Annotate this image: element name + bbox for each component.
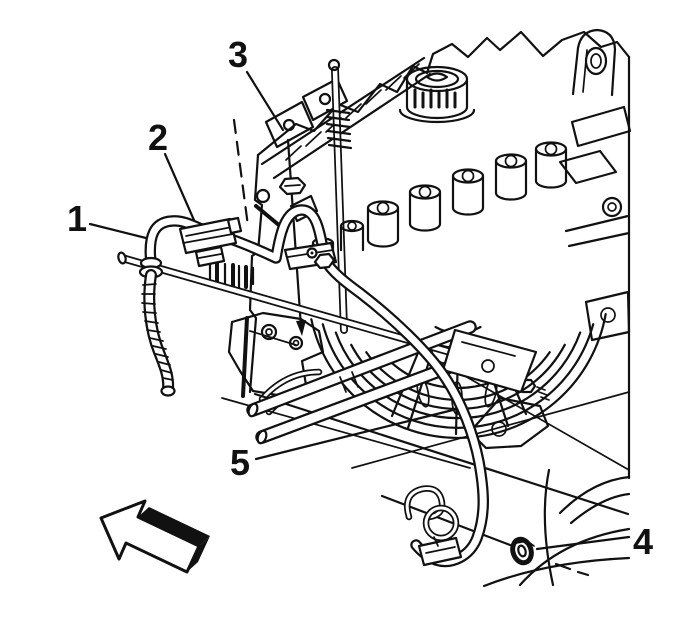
mount-bracket — [468, 378, 550, 450]
pipe-clamp — [403, 485, 463, 567]
leader-4 — [535, 535, 631, 551]
leader-3-lower — [286, 138, 303, 329]
hidden-edge-dashed — [232, 118, 250, 228]
right-brackets — [558, 105, 632, 342]
leader-2 — [163, 152, 199, 229]
clamp-bolt — [510, 536, 535, 566]
pipe-hex-fitting — [313, 252, 336, 270]
callout-label-2: 2 — [147, 117, 169, 158]
bottom-right-arcs — [482, 468, 631, 588]
callout-label-4: 4 — [632, 521, 654, 562]
axis-dash-1 — [554, 562, 572, 571]
axis-dash-2 — [576, 570, 590, 577]
callout-label-3: 3 — [227, 34, 249, 75]
bolt-axis-line — [380, 494, 512, 547]
cylinder-bosses — [311, 141, 568, 265]
leader-3-arrowhead — [296, 320, 306, 336]
lifting-bracket — [571, 28, 617, 97]
ribbed-hose — [141, 269, 176, 397]
callout-label-5: 5 — [229, 442, 251, 483]
lower-left-cluster — [227, 311, 328, 416]
leader-5 — [254, 405, 467, 461]
tube-bracket — [441, 328, 538, 394]
leader-3-upper — [245, 70, 285, 132]
hose-end — [160, 385, 176, 397]
leader-1 — [88, 222, 152, 241]
oil-filler-cap — [398, 65, 476, 124]
direction-arrow-icon — [99, 499, 210, 574]
callout-label-1: 1 — [66, 198, 88, 239]
quick-connector — [178, 216, 243, 268]
loop-clamp-block — [283, 241, 338, 271]
callout-leader-lines — [88, 70, 631, 577]
